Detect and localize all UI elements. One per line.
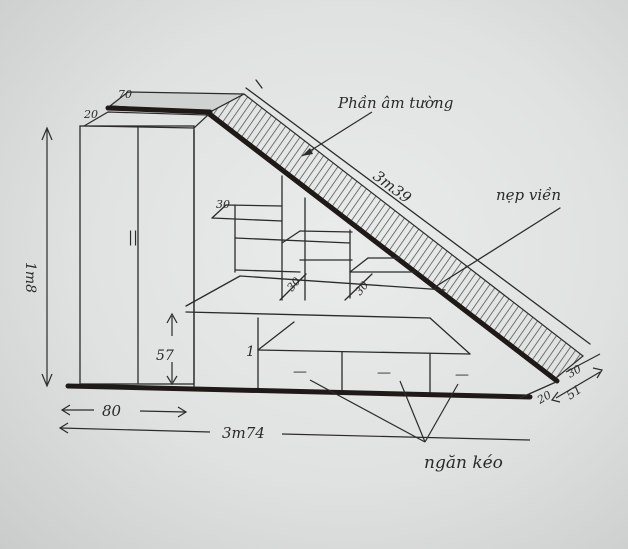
shelf-57: 57: [156, 348, 174, 364]
dim-30-right: [565, 353, 601, 373]
base-board: [65, 383, 533, 400]
base-corner: [519, 381, 557, 399]
drawer-dash-3: —: [455, 367, 469, 383]
middle-board-back: [185, 275, 241, 307]
shelf-30-c: 30: [352, 279, 371, 298]
wall-leader: [301, 111, 373, 157]
top-depth-a: 20: [83, 108, 98, 121]
dim-51-tail: [550, 391, 561, 403]
drawer-dash-2: —: [377, 365, 391, 381]
drawer-leader-3: [424, 383, 459, 443]
dimension-diagonal-tick: [255, 79, 263, 89]
middle-board-rear: [239, 275, 446, 291]
right-51: 51: [564, 382, 585, 402]
middle-board: [185, 311, 431, 319]
dim-total-left-head: [58, 422, 69, 434]
height-arrow-bottom: [41, 373, 53, 388]
dim-80-right-head: [177, 406, 188, 418]
right-20: 20: [534, 388, 553, 407]
drawer-leader-1: [309, 379, 426, 443]
dim-80-right: [139, 410, 187, 413]
dim-total-right: [281, 433, 531, 441]
drawer-1: 1: [246, 344, 255, 360]
shelf-30-a: 30: [216, 198, 230, 211]
top-board: [105, 105, 213, 115]
wall-label: Phần âm tường: [337, 94, 453, 112]
trim-label: nẹp viền: [496, 186, 561, 204]
dim-51-line: [555, 371, 601, 399]
dim-57-bottom-head: [166, 375, 178, 386]
wall-leader-arrowhead: [302, 148, 313, 156]
drawer-leader-2: [399, 380, 426, 443]
shelf-30-b: 30: [284, 275, 303, 294]
dimension-diagonal: [245, 87, 591, 345]
slab-edge: [205, 110, 560, 384]
top-lid: [81, 111, 210, 129]
height-label: 1m8: [22, 262, 38, 293]
door-mark: ||: [128, 228, 138, 246]
top-depth-b: 70: [118, 88, 132, 101]
dim-51-head: [592, 367, 603, 379]
trim-leader: [434, 207, 561, 288]
dim-total-left: [59, 427, 211, 433]
wardrobe-body: [79, 125, 195, 385]
right-30: 30: [565, 362, 584, 380]
recessed-slab: [208, 93, 584, 379]
drawer-block: [257, 317, 471, 393]
bottom-80: 80: [102, 402, 122, 420]
bottom-total: 3m74: [222, 424, 265, 442]
drawer-label: ngăn kéo: [424, 453, 503, 473]
dim-57-top-head: [166, 312, 178, 324]
height-arrow-top: [41, 126, 53, 141]
dim-80-left-head: [60, 404, 71, 416]
shelves: [211, 175, 416, 301]
drawer-dash-1: —: [293, 364, 307, 380]
